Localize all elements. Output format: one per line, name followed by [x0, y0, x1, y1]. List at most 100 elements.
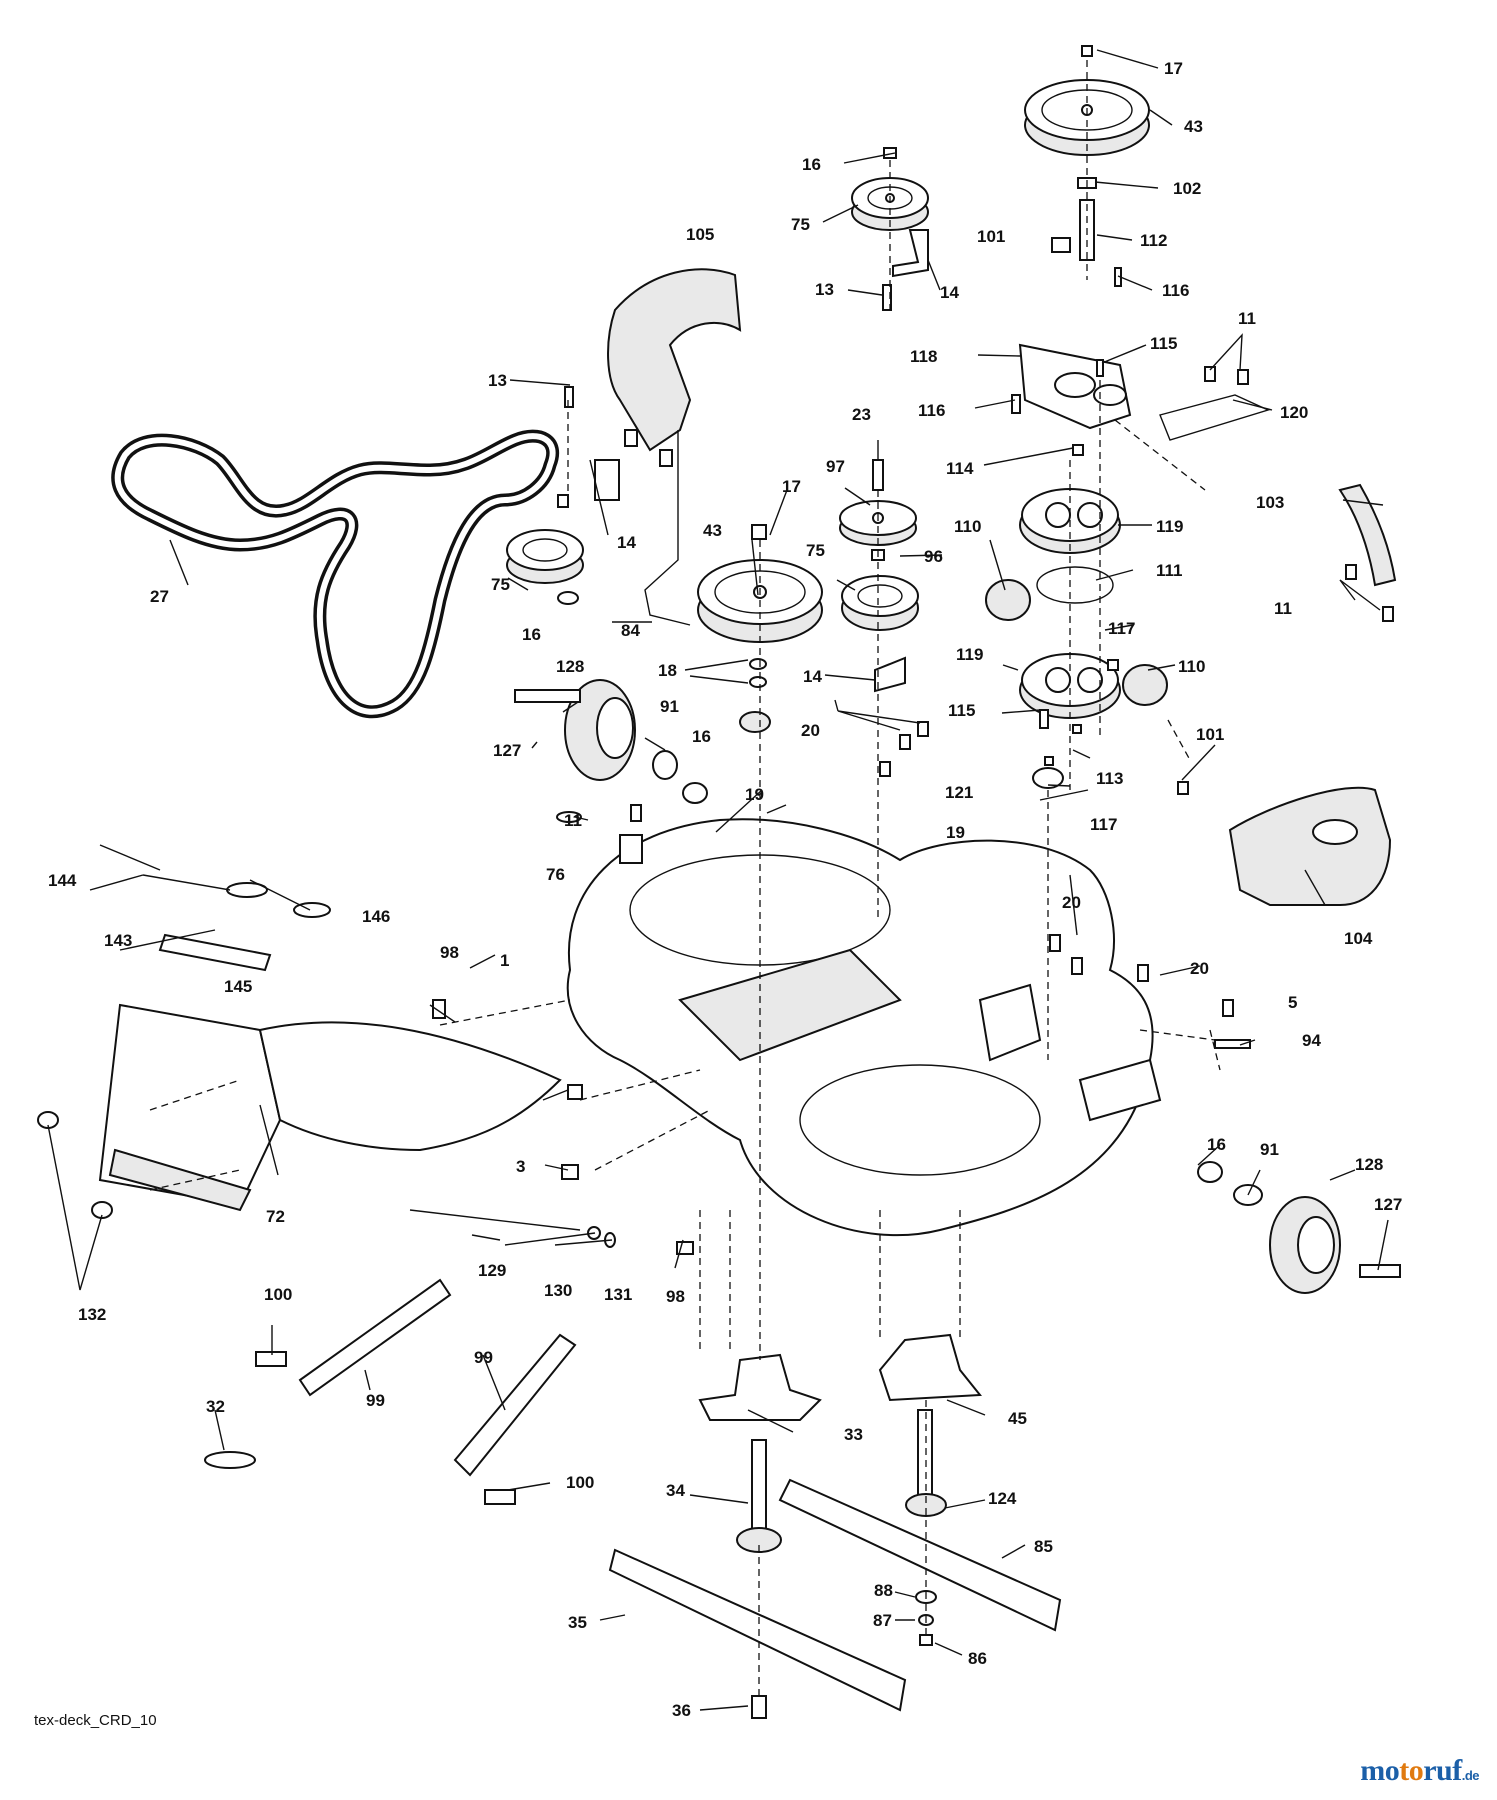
callout-144: 144	[48, 871, 77, 890]
callout-34: 34	[666, 1481, 685, 1500]
callout-105: 105	[686, 225, 714, 244]
callout-131: 131	[604, 1285, 632, 1304]
callout-16: 16	[1207, 1135, 1226, 1154]
callout-128: 128	[1355, 1155, 1383, 1174]
callout-96: 96	[924, 547, 943, 566]
callout-119: 119	[1156, 517, 1183, 536]
watermark-logo: motoruf.de	[1360, 1754, 1479, 1787]
callout-98: 98	[440, 943, 459, 962]
callout-19: 19	[946, 823, 965, 842]
belt-guard-105	[607, 268, 742, 467]
callout-11: 11	[1238, 309, 1256, 328]
callout-20: 20	[1062, 893, 1081, 912]
callout-11: 11	[564, 811, 582, 830]
callout-16: 16	[522, 625, 541, 644]
callout-128: 128	[556, 657, 584, 676]
callout-43: 43	[1184, 117, 1203, 136]
callout-5: 5	[1288, 993, 1297, 1012]
idler-arm-84	[506, 386, 691, 626]
callout-94: 94	[1302, 1031, 1321, 1050]
callout-97: 97	[826, 457, 845, 476]
callout-145: 145	[224, 977, 252, 996]
hardware-bits	[37, 359, 1394, 1255]
drive-belt	[111, 429, 559, 719]
callout-14: 14	[940, 283, 959, 302]
bracket-plate-118	[1011, 343, 1270, 441]
callout-75: 75	[791, 215, 810, 234]
callout-23: 23	[852, 405, 871, 424]
callout-16: 16	[802, 155, 821, 174]
gearbox-gears	[985, 444, 1168, 719]
callout-33: 33	[844, 1425, 863, 1444]
callout-98: 98	[666, 1287, 685, 1306]
callout-111: 111	[1156, 561, 1183, 580]
callout-18: 18	[658, 661, 677, 680]
callout-75: 75	[806, 541, 825, 560]
leader-lines	[47, 49, 1389, 1711]
idler-pulley-97-75-middle	[839, 459, 919, 693]
callout-127: 127	[1374, 1195, 1402, 1214]
callout-117: 117	[1108, 619, 1135, 638]
callout-87: 87	[873, 1611, 892, 1630]
callout-1: 1	[500, 951, 509, 970]
callout-127: 127	[493, 741, 521, 760]
pulley-43-top	[1024, 45, 1150, 287]
callout-115: 115	[1150, 334, 1177, 353]
callout-121: 121	[945, 783, 973, 802]
callout-85: 85	[1034, 1537, 1053, 1556]
callout-88: 88	[874, 1581, 893, 1600]
callout-116: 116	[918, 401, 945, 420]
callout-113: 113	[1096, 769, 1123, 788]
callout-101: 101	[1196, 725, 1224, 744]
callout-84: 84	[621, 621, 640, 640]
callout-11: 11	[1274, 599, 1292, 618]
callout-32: 32	[206, 1397, 225, 1416]
callout-117: 117	[1090, 815, 1117, 834]
blades	[608, 1478, 1062, 1719]
callout-35: 35	[568, 1613, 587, 1632]
callout-102: 102	[1173, 179, 1201, 198]
callout-110: 110	[954, 517, 981, 536]
callout-27: 27	[150, 587, 169, 606]
gauge-wheel-128-left	[514, 679, 708, 804]
callout-14: 14	[803, 667, 822, 686]
callout-112: 112	[1140, 231, 1167, 250]
callout-3: 3	[516, 1157, 525, 1176]
callout-103: 103	[1256, 493, 1284, 512]
callout-20: 20	[1190, 959, 1209, 978]
callout-45: 45	[1008, 1409, 1027, 1428]
callout-130: 130	[544, 1281, 572, 1300]
lift-links	[204, 1209, 581, 1505]
spindles	[698, 1333, 982, 1553]
callout-100: 100	[566, 1473, 594, 1492]
callout-91: 91	[660, 697, 679, 716]
callout-19: 19	[745, 785, 764, 804]
callout-129: 129	[478, 1261, 506, 1280]
baffle-104	[1228, 786, 1392, 906]
callout-16: 16	[692, 727, 711, 746]
assembly-lines	[149, 60, 1221, 1700]
callout-110: 110	[1178, 657, 1205, 676]
callout-99: 99	[366, 1391, 385, 1410]
callout-116: 116	[1162, 281, 1189, 300]
callout-43: 43	[703, 521, 722, 540]
callout-75: 75	[491, 575, 510, 594]
callout-101: 101	[977, 227, 1005, 246]
callout-99: 99	[474, 1348, 493, 1367]
callout-labels: 17 43 102 112 101 116 16 75 105 13 14 11…	[48, 59, 1402, 1720]
callout-100: 100	[264, 1285, 292, 1304]
callout-36: 36	[672, 1701, 691, 1720]
callout-124: 124	[988, 1489, 1017, 1508]
callout-13: 13	[488, 371, 507, 390]
callout-114: 114	[946, 459, 974, 478]
callout-14: 14	[617, 533, 636, 552]
discharge-chute-72	[98, 1003, 562, 1212]
callout-104: 104	[1344, 929, 1373, 948]
callout-86: 86	[968, 1649, 987, 1668]
callout-13: 13	[815, 280, 834, 299]
mower-deck-1	[566, 818, 1162, 1237]
gauge-wheel-128-right	[1197, 1161, 1401, 1294]
callout-118: 118	[910, 347, 937, 366]
diagram-caption: tex-deck_CRD_10	[34, 1712, 157, 1729]
